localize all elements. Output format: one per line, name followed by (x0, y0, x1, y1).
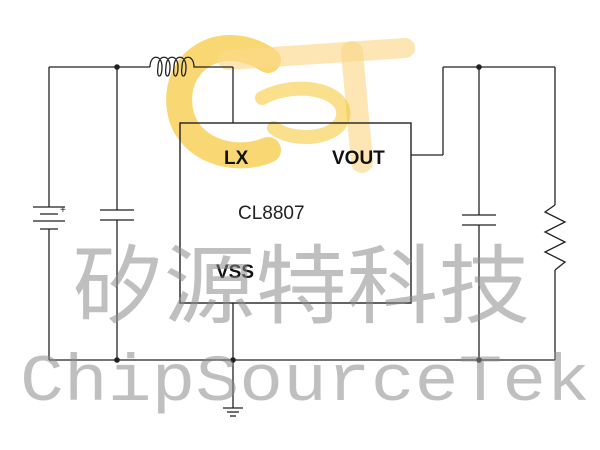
chipsourcetek-logo (166, 35, 415, 173)
battery-plus-sign: + (60, 205, 66, 216)
watermark-english: ChipSourceTek (20, 345, 590, 420)
inductor (149, 56, 200, 77)
load-resistor (543, 204, 567, 271)
part-number-label: CL8807 (238, 203, 305, 224)
ground-symbol (223, 407, 243, 417)
junction-dots (114, 64, 482, 363)
watermark-chinese: 矽源特科技 (72, 237, 530, 337)
circuit-wires (48, 66, 556, 408)
input-capacitor (100, 209, 134, 221)
battery: + (33, 205, 66, 230)
pin-lx-label: LX (224, 148, 249, 169)
ic-cl8807: LX VOUT CL8807 VSS (179, 122, 412, 304)
pin-vout-label: VOUT (332, 148, 385, 169)
ic-body (179, 122, 412, 304)
pin-vss-label: VSS (216, 262, 254, 283)
output-capacitor (462, 214, 496, 226)
